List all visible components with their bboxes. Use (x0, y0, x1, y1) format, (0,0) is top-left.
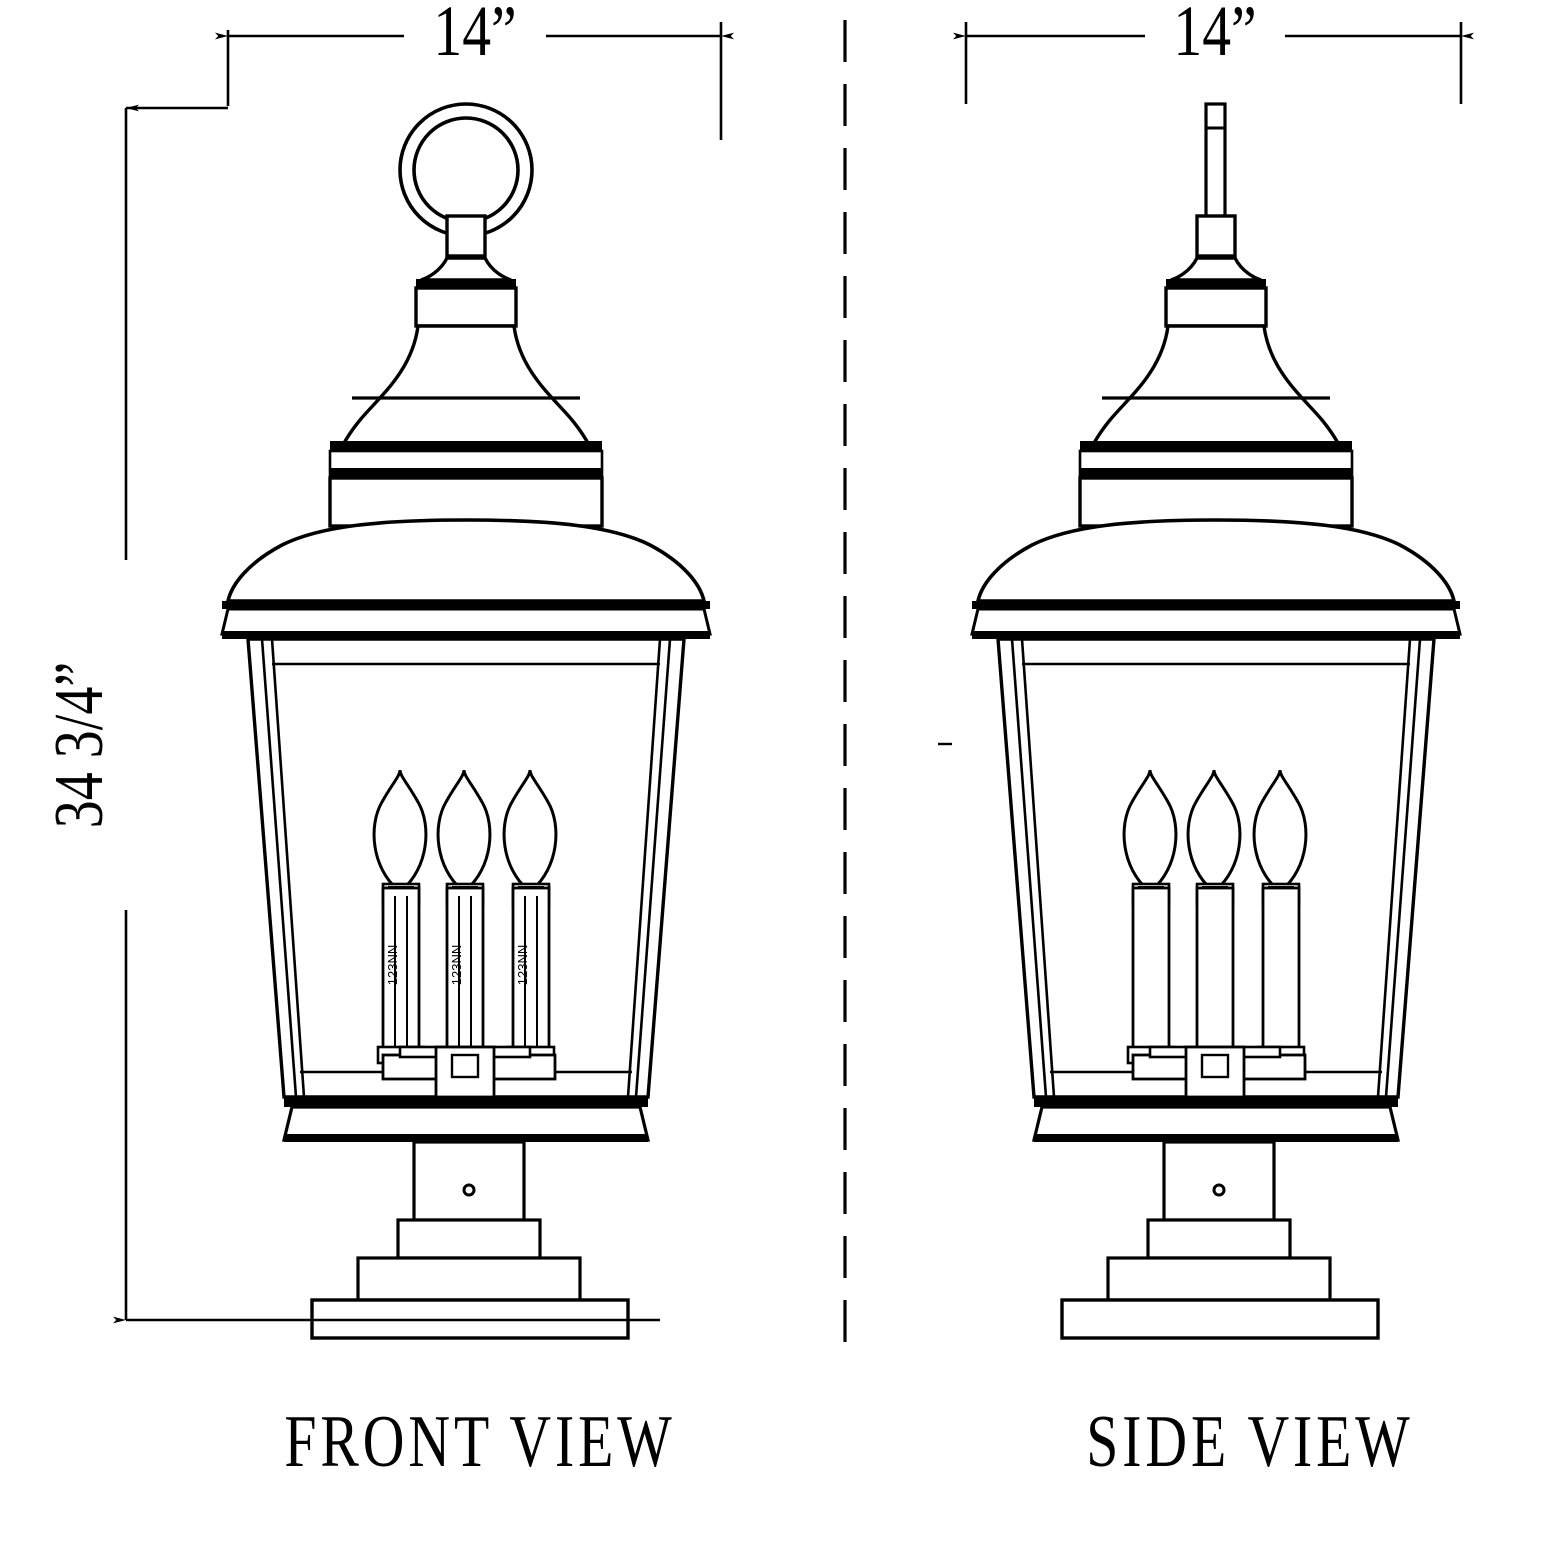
front-view-caption: FRONT VIEW (284, 1401, 676, 1483)
front-width-dimension (126, 22, 734, 140)
side-view-caption: SIDE VIEW (1086, 1401, 1414, 1483)
front-width-dimension-label: 14” (433, 0, 517, 71)
bulb-part-labels: 123NN 123NN 123NN (385, 945, 530, 985)
bulb-label-1: 123NN (385, 945, 400, 985)
side-width-dimension-label: 14” (1173, 0, 1257, 71)
bulb-label-3: 123NN (515, 945, 530, 985)
height-dimension (113, 104, 660, 1324)
side-width-dimension (953, 22, 1474, 104)
bulb-label-2: 123NN (449, 945, 464, 985)
overall-height-dimension-label: 34 3/4” (41, 661, 118, 829)
